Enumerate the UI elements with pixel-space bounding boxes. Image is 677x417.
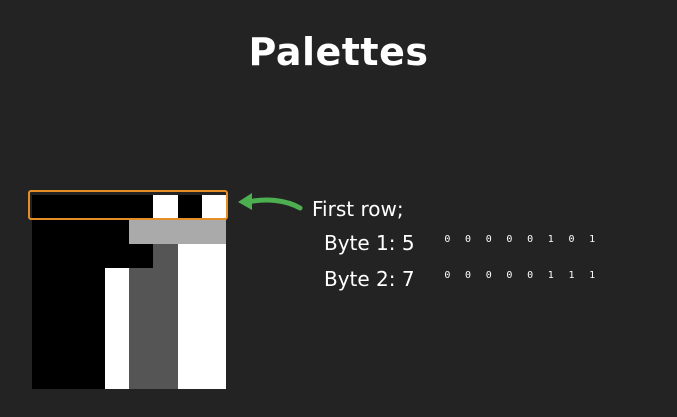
tile-pixel bbox=[32, 195, 57, 220]
tile-pixel bbox=[129, 364, 154, 389]
byte2-label: Byte 2: 7 bbox=[324, 267, 415, 291]
tile-pixel bbox=[177, 292, 202, 317]
tile-pixel bbox=[129, 243, 154, 268]
byte1-bit: 1 bbox=[589, 234, 596, 245]
byte1-bit: 0 bbox=[485, 234, 492, 245]
tile-pixel bbox=[104, 292, 129, 317]
byte2-bit: 0 bbox=[527, 270, 534, 281]
byte2-bit: 0 bbox=[506, 270, 513, 281]
byte2-bit: 1 bbox=[547, 270, 554, 281]
tile-pixel bbox=[177, 219, 202, 244]
tile-pixel bbox=[201, 195, 226, 220]
tile-pixel bbox=[104, 219, 129, 244]
tile-pixel bbox=[177, 316, 202, 341]
byte2-bit: 1 bbox=[568, 270, 575, 281]
tile-pixel bbox=[80, 316, 105, 341]
tile-pixel bbox=[56, 364, 81, 389]
page-title: Palettes bbox=[248, 30, 429, 74]
tile-pixel bbox=[56, 340, 81, 365]
tile-pixel bbox=[32, 316, 57, 341]
tile-pixel bbox=[32, 267, 57, 292]
tile-pixel bbox=[177, 340, 202, 365]
tile-pixel bbox=[201, 340, 226, 365]
tile-pixel bbox=[104, 364, 129, 389]
tile-pixel bbox=[201, 243, 226, 268]
tile-pixel bbox=[80, 267, 105, 292]
byte1-bit: 0 bbox=[568, 234, 575, 245]
tile-pixel bbox=[201, 292, 226, 317]
tile-pixel bbox=[104, 316, 129, 341]
tile-pixel bbox=[153, 267, 178, 292]
tile-pixel bbox=[32, 243, 57, 268]
tile-pixel bbox=[56, 195, 81, 220]
tile-pixel bbox=[80, 243, 105, 268]
byte1-bit: 0 bbox=[444, 234, 451, 245]
tile-pixel bbox=[129, 292, 154, 317]
tile-pixel bbox=[177, 267, 202, 292]
tile-pixel bbox=[153, 340, 178, 365]
first-row-label: First row; bbox=[312, 197, 404, 221]
tile-pixel bbox=[177, 243, 202, 268]
tile-pixel bbox=[201, 219, 226, 244]
tile-pixel bbox=[153, 219, 178, 244]
tile-pixel bbox=[153, 292, 178, 317]
byte2-bit: 0 bbox=[465, 270, 472, 281]
tile-pixel bbox=[56, 219, 81, 244]
tile-pixel bbox=[104, 195, 129, 220]
first-row-highlight bbox=[28, 190, 228, 220]
tile-pixel bbox=[56, 292, 81, 317]
tile-pixel bbox=[177, 195, 202, 220]
tile-pixel bbox=[129, 219, 154, 244]
byte1-bit: 0 bbox=[527, 234, 534, 245]
tile-pixel bbox=[153, 364, 178, 389]
byte1-bit: 1 bbox=[547, 234, 554, 245]
byte2-bit: 0 bbox=[485, 270, 492, 281]
tile-pixel bbox=[56, 243, 81, 268]
byte1-bits: 0 0 0 0 0 1 0 1 bbox=[437, 234, 603, 245]
tile-pixel bbox=[153, 316, 178, 341]
tile-pixel bbox=[80, 364, 105, 389]
byte1-bit: 0 bbox=[506, 234, 513, 245]
tile-pixel bbox=[201, 316, 226, 341]
tile-pixel bbox=[129, 195, 154, 220]
tile-pixel bbox=[129, 267, 154, 292]
tile-pixel bbox=[104, 267, 129, 292]
tile-pixel bbox=[129, 316, 154, 341]
tile-pixel bbox=[32, 340, 57, 365]
tile-pixel bbox=[153, 195, 178, 220]
tile-pixel bbox=[80, 340, 105, 365]
tile-pixel bbox=[32, 292, 57, 317]
byte1-bit: 0 bbox=[465, 234, 472, 245]
tile-pixel bbox=[201, 364, 226, 389]
tile-pixel bbox=[129, 340, 154, 365]
tile-pixel bbox=[80, 219, 105, 244]
tile-pixel bbox=[56, 316, 81, 341]
tile-pixel bbox=[153, 243, 178, 268]
tile-pixel bbox=[201, 267, 226, 292]
tile-pixel-grid bbox=[32, 195, 226, 389]
byte2-bit: 1 bbox=[589, 270, 596, 281]
tile-pixel bbox=[32, 219, 57, 244]
tile-pixel bbox=[80, 195, 105, 220]
tile-pixel bbox=[104, 340, 129, 365]
byte2-bits: 0 0 0 0 0 1 1 1 bbox=[437, 270, 603, 281]
tile-pixel bbox=[80, 292, 105, 317]
tile-pixel bbox=[32, 364, 57, 389]
tile-pixel bbox=[104, 243, 129, 268]
tile-pixel bbox=[56, 267, 81, 292]
tile-pixel bbox=[177, 364, 202, 389]
byte2-bit: 0 bbox=[444, 270, 451, 281]
byte1-label: Byte 1: 5 bbox=[324, 231, 415, 255]
pointer-arrow-icon bbox=[238, 193, 303, 211]
